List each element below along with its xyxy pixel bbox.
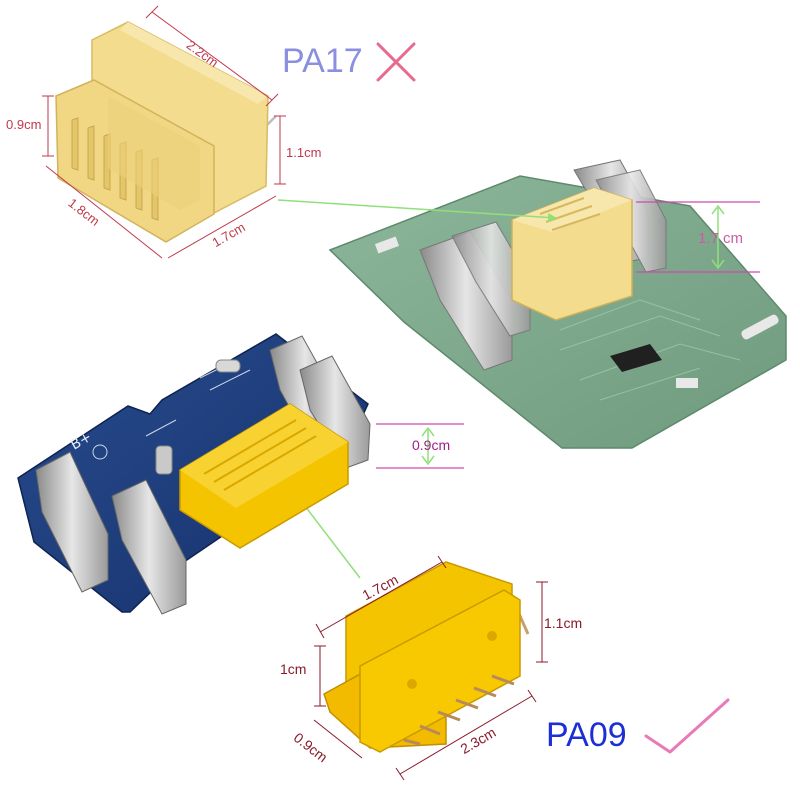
pa17-board-height: 1.7 cm xyxy=(698,230,744,247)
pa17-left-height: 0.9cm xyxy=(6,117,42,132)
board-dimension-lines xyxy=(376,201,760,469)
pa09-right-height: 1.1cm xyxy=(544,615,583,631)
pa17-connector xyxy=(55,21,277,243)
pa09-left-height: 1cm xyxy=(280,661,307,677)
pa09-dimension-lines xyxy=(313,555,548,781)
cross-icon xyxy=(376,42,416,82)
pa17-dimension-lines xyxy=(42,5,286,259)
pa09-connector xyxy=(323,561,530,753)
pa09-model-label: PA09 xyxy=(546,716,627,754)
check-icon xyxy=(644,698,730,754)
blue-bms-board: B+ xyxy=(17,333,371,615)
green-bms-board xyxy=(328,159,787,449)
pa09-board-height: 0.9cm xyxy=(412,437,451,453)
pa17-right-height: 1.1cm xyxy=(286,145,322,160)
pa17-model-label: PA17 xyxy=(282,42,363,80)
